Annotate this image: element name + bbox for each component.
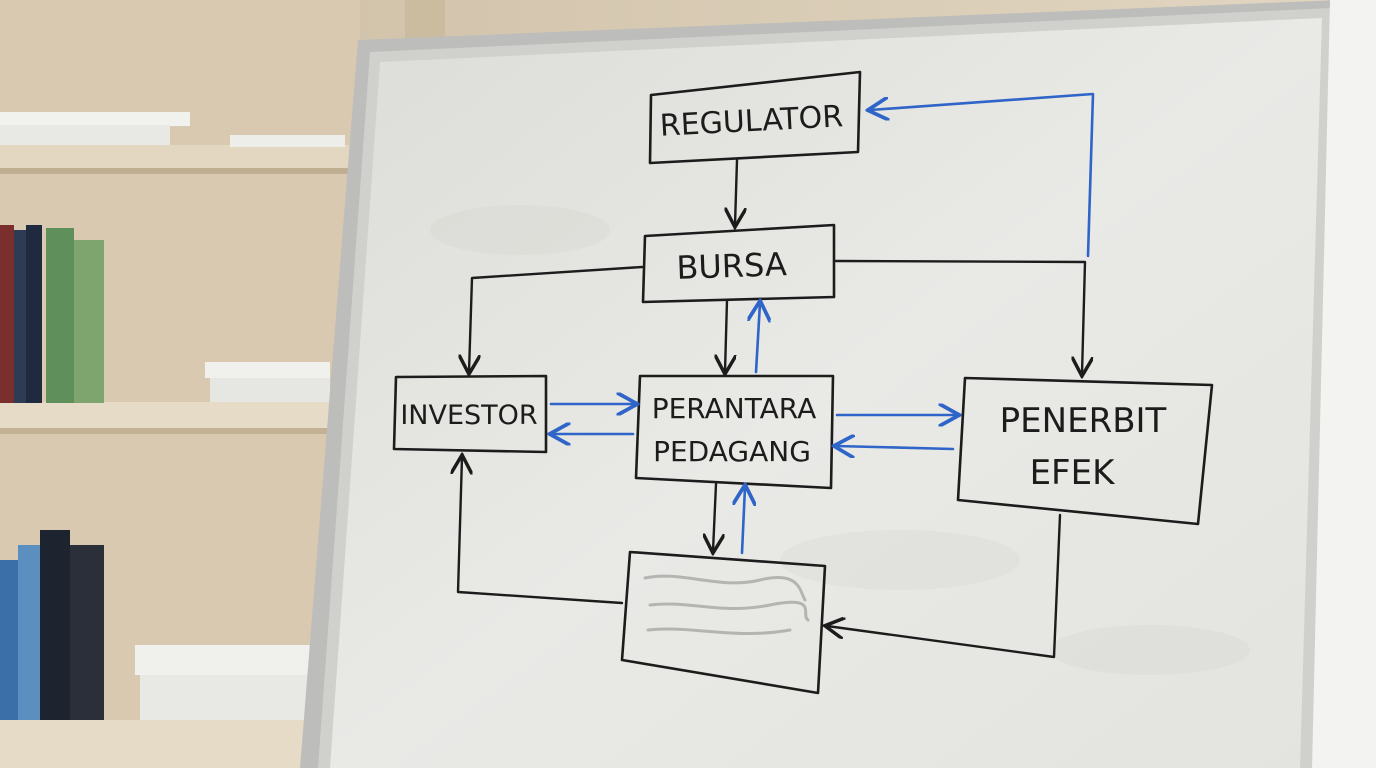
arrow-perantara-to-bottom [713,482,716,551]
label-bursa: BURSA [676,245,788,287]
label-perantara: PERANTARA [652,392,817,425]
arrow-perantara-to-bursa [756,303,760,374]
arrow-bottom-to-perantara [742,487,745,555]
label-penerbit: PENERBIT [1000,401,1167,441]
box-investor: INVESTOR [392,374,548,454]
label-efek: EFEK [1030,453,1117,493]
arrow-penerbit-to-bottom [827,513,1062,659]
arrows-blue [551,92,1095,555]
arrow-bursa-to-investor [469,265,644,372]
erased-scribble [643,574,810,635]
label-pedagang: PEDAGANG [653,435,811,468]
arrow-bursa-to-penerbit [834,259,1085,374]
arrow-regulator-to-bursa [735,158,737,225]
arrow-bursa-to-perantara [725,298,727,372]
box-erased [620,550,827,695]
arrows-black [458,158,1085,659]
box-penerbit-efek: PENERBIT EFEK [956,376,1214,526]
arrow-penerbit-to-regulator [870,92,1095,258]
arrow-penerbit-to-perantara [836,446,955,449]
label-investor: INVESTOR [400,400,537,431]
box-perantara-pedagang: PERANTARA PEDAGANG [634,374,835,490]
whiteboard [300,0,1376,768]
arrow-bottom-to-investor [458,457,624,605]
box-bursa: BURSA [641,223,836,304]
